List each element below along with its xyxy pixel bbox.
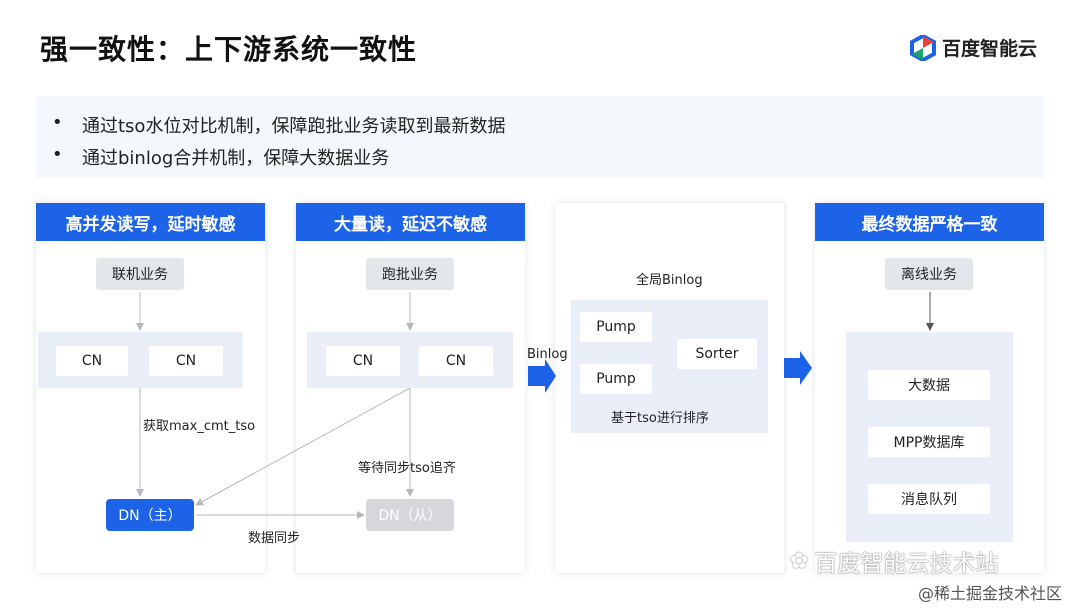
batch-cn-node: CN <box>326 346 400 376</box>
oltp-service-box: 联机业务 <box>96 258 184 290</box>
oltp-cn-node: CN <box>149 346 223 376</box>
brand-name: 百度智能云 <box>942 38 1038 60</box>
page-title: 强一致性：上下游系统一致性 <box>40 33 418 66</box>
offline-service-box: 离线业务 <box>885 258 973 290</box>
panel-batch-header: 大量读，延迟不敏感 <box>296 203 525 241</box>
panel-offline-header: 最终数据严格一致 <box>815 203 1044 241</box>
binlog-arrow-label: Binlog <box>527 347 568 362</box>
target-node-bigdata: 大数据 <box>868 370 990 400</box>
oltp-cn-node: CN <box>56 346 128 376</box>
bullet-dot: • <box>52 144 63 165</box>
bullet-dot: • <box>52 112 63 133</box>
global-binlog-title: 全局Binlog <box>636 273 703 288</box>
pump-node: Pump <box>580 364 652 394</box>
bullet-text: 通过tso水位对比机制，保障跑批业务读取到最新数据 <box>82 116 506 137</box>
dn-sub-node: DN（从） <box>366 499 454 531</box>
bullet-item: • 通过tso水位对比机制，保障跑批业务读取到最新数据 <box>52 112 505 138</box>
wechat-watermark: ✿ 百度智能云技术站 <box>790 544 998 578</box>
juejin-watermark: @稀土掘金技术社区 <box>918 584 1063 603</box>
bullet-text: 通过binlog合并机制，保障大数据业务 <box>82 148 390 169</box>
target-node-mpp: MPP数据库 <box>868 427 990 457</box>
dn-main-node: DN（主） <box>106 499 194 531</box>
bullet-list: • 通过tso水位对比机制，保障跑批业务读取到最新数据 • 通过binlog合并… <box>36 96 1044 178</box>
baidu-cloud-logo-icon <box>910 34 936 61</box>
sorter-node: Sorter <box>677 339 757 369</box>
batch-service-box: 跑批业务 <box>366 258 454 290</box>
wechat-watermark-text: 百度智能云技术站 <box>814 551 999 577</box>
output-arrow-icon <box>784 351 812 385</box>
binlog-arrow-icon <box>528 359 556 393</box>
pump-node: Pump <box>580 312 652 342</box>
data-sync-label: 数据同步 <box>248 531 301 546</box>
wait-tso-label: 等待同步tso追齐 <box>358 461 456 476</box>
fetch-tso-label: 获取max_cmt_tso <box>143 419 256 434</box>
arrow-cn2-to-dn-main <box>195 387 411 506</box>
wechat-icon: ✿ <box>790 548 809 574</box>
panel-oltp-header: 高并发读写，延时敏感 <box>36 203 265 241</box>
bullet-item: • 通过binlog合并机制，保障大数据业务 <box>52 144 389 170</box>
target-node-mq: 消息队列 <box>868 484 990 514</box>
batch-cn-node: CN <box>419 346 493 376</box>
sort-by-tso-label: 基于tso进行排序 <box>611 411 709 426</box>
brand-logo: 百度智能云 <box>910 34 1037 61</box>
